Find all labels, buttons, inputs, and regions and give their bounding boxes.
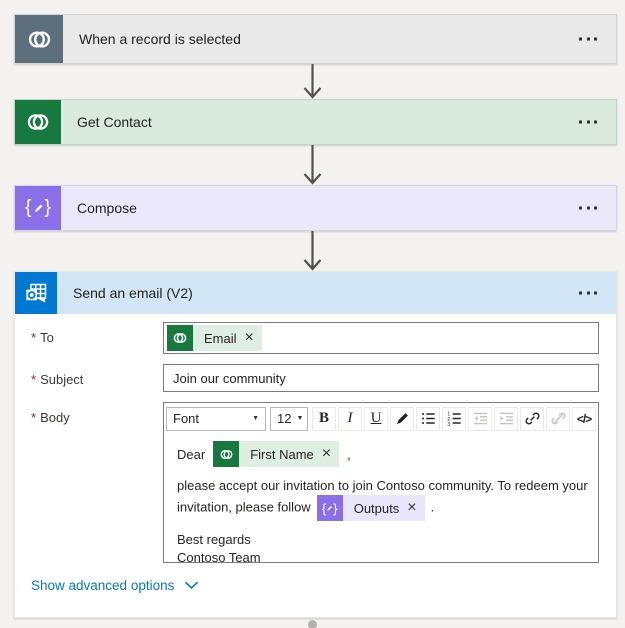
chevron-down-icon: ▼	[252, 415, 259, 422]
code-view-button[interactable]: </>	[572, 406, 596, 431]
token-label: Email	[204, 330, 237, 346]
compose-braces-pencil-icon: { }	[15, 186, 61, 230]
paragraph-line: please accept our invitation to join Con…	[177, 476, 595, 521]
svg-text:1: 1	[447, 412, 450, 418]
step-title: When a record is selected	[79, 31, 241, 47]
dynamic-content-token-first-name[interactable]: First Name ×	[213, 441, 340, 467]
step-card-compose[interactable]: { } Compose	[14, 185, 617, 231]
step-card-get-contact[interactable]: Get Contact	[14, 99, 617, 145]
step-title: Compose	[77, 200, 137, 216]
more-options-button[interactable]	[573, 284, 603, 303]
dataverse-icon	[15, 100, 61, 144]
dataverse-icon	[167, 325, 193, 351]
compose-braces-pencil-icon: {}	[316, 495, 343, 521]
dataverse-icon	[213, 441, 240, 467]
dynamic-content-token-outputs[interactable]: {} Outputs ×	[316, 495, 425, 521]
remove-token-button[interactable]: ×	[407, 499, 417, 516]
dataverse-icon	[15, 15, 63, 63]
body-label: *Body	[31, 410, 70, 425]
next-connector-stub	[308, 620, 317, 628]
remove-link-button[interactable]	[546, 406, 570, 431]
token-label: Outputs	[353, 500, 400, 516]
remove-token-button[interactable]: ×	[321, 445, 332, 462]
bulleted-list-button[interactable]	[416, 406, 440, 431]
font-size-dropdown[interactable]: 12 ▼	[270, 406, 308, 431]
closing-lines: Best regards Contoso Team	[177, 532, 261, 563]
rich-text-toolbar: Font ▼ 12 ▼ B I U	[164, 403, 598, 432]
required-marker: *	[31, 330, 37, 345]
salutation-line: Dear First Name ×	[177, 441, 585, 467]
step-card-when-a-record-is-selected[interactable]: When a record is selected	[14, 14, 617, 64]
numbered-list-button[interactable]: 1 2 3	[442, 406, 466, 431]
step-card-send-an-email: Send an email (V2) *To	[14, 271, 617, 618]
subject-label: *Subject	[31, 372, 84, 387]
required-marker: *	[31, 372, 37, 387]
font-family-dropdown[interactable]: Font ▼	[166, 406, 266, 431]
chevron-down-icon: ▼	[296, 415, 304, 422]
body-rich-text-editor[interactable]: Font ▼ 12 ▼ B I U	[163, 402, 599, 563]
highlight-pen-button[interactable]	[390, 406, 414, 431]
email-form: *To Email ×	[15, 314, 616, 563]
token-label: First Name	[250, 446, 314, 462]
connector-arrow	[303, 64, 322, 99]
body-content[interactable]: Dear First Name ×	[164, 432, 598, 563]
connector-arrow	[303, 145, 322, 185]
step-title: Get Contact	[77, 114, 152, 130]
to-field[interactable]: Email ×	[163, 322, 599, 354]
dynamic-content-token-email[interactable]: Email ×	[167, 325, 262, 351]
insert-link-button[interactable]	[520, 406, 544, 431]
indent-button[interactable]	[494, 406, 518, 431]
more-options-button[interactable]	[573, 113, 603, 132]
show-advanced-options-link[interactable]: Show advanced options	[31, 578, 199, 593]
underline-button[interactable]: U	[364, 406, 388, 431]
bold-button[interactable]: B	[312, 406, 336, 431]
svg-text:3: 3	[447, 422, 450, 426]
to-label: *To	[31, 330, 54, 345]
connector-arrow	[303, 231, 322, 271]
remove-token-button[interactable]: ×	[244, 329, 254, 346]
step-title: Send an email (V2)	[73, 285, 193, 301]
more-options-button[interactable]	[573, 30, 603, 49]
more-options-button[interactable]	[573, 199, 603, 218]
body-row: *Body Font ▼ 12 ▼ B	[31, 402, 616, 563]
svg-text:2: 2	[447, 417, 450, 423]
outlook-icon	[15, 272, 57, 314]
chevron-down-icon	[185, 581, 199, 590]
italic-button[interactable]: I	[338, 406, 362, 431]
step-header-send-an-email[interactable]: Send an email (V2)	[15, 272, 616, 314]
required-marker: *	[31, 410, 37, 425]
subject-row: *Subject Join our community	[31, 364, 616, 392]
subject-field[interactable]: Join our community	[163, 364, 599, 392]
outdent-button[interactable]	[468, 406, 492, 431]
to-row: *To Email ×	[31, 322, 616, 354]
